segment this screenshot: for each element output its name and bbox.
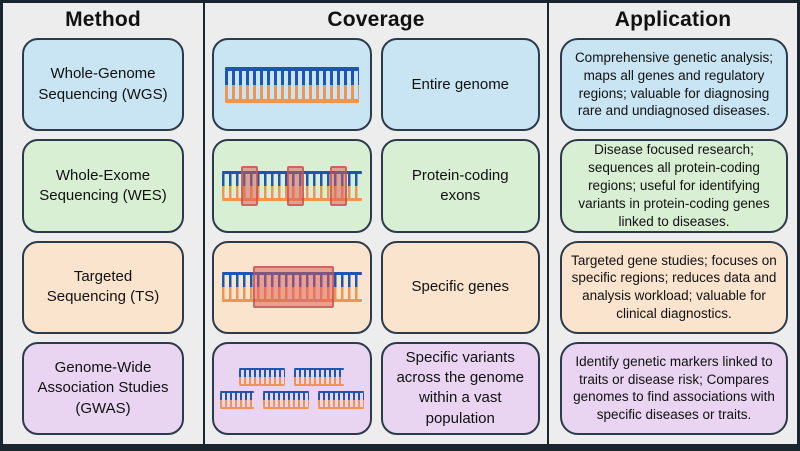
method-column: Method Whole-Genome Sequencing (WGS) Who… [3, 3, 203, 444]
method-row-wgs: Whole-Genome Sequencing (WGS) [3, 38, 203, 132]
method-row-ts: Targeted Sequencing (TS) [3, 240, 203, 334]
coverage-illustration-wgs [212, 38, 372, 132]
method-rows: Whole-Genome Sequencing (WGS) Whole-Exom… [3, 37, 203, 444]
method-row-wes: Whole-Exome Sequencing (WES) [3, 139, 203, 233]
method-box-ts: Targeted Sequencing (TS) [22, 240, 184, 334]
application-row-gwas: Identify genetic markers linked to trait… [549, 341, 797, 435]
dna-orange-bases [239, 376, 286, 384]
dna-bottom-strand [239, 383, 286, 386]
dna-bottom-strand [224, 98, 359, 103]
coverage-illustration-ts [212, 240, 372, 334]
gene-region-highlight [252, 266, 334, 309]
application-column: Application Comprehensive genetic analys… [549, 3, 797, 444]
dna-top-strand [224, 66, 359, 71]
dna-fragment [317, 390, 364, 409]
fragment-row [219, 390, 364, 409]
exon-highlight [241, 165, 258, 206]
application-row-ts: Targeted gene studies; focuses on specif… [549, 240, 797, 334]
application-box-gwas: Identify genetic markers linked to trait… [560, 341, 788, 435]
dna-bottom-strand [317, 406, 364, 409]
dna-bottom-strand [262, 406, 309, 409]
dna-blue-bases [224, 70, 359, 85]
dna-blue-bases [262, 392, 309, 400]
application-box-ts: Targeted gene studies; focuses on specif… [560, 240, 788, 334]
dna-ladder-exons-icon [222, 165, 362, 206]
application-box-wgs: Comprehensive genetic analysis; maps all… [560, 38, 788, 132]
dna-fragment [239, 367, 286, 386]
dna-fragments-icon [219, 367, 364, 409]
dna-top-strand [317, 390, 364, 393]
coverage-label-wgs: Entire genome [380, 38, 540, 132]
dna-top-strand [219, 390, 254, 393]
dna-blue-bases [317, 392, 364, 400]
dna-top-strand [239, 367, 286, 370]
dna-fragment [219, 390, 254, 409]
coverage-row-wgs: Entire genome [205, 38, 547, 132]
coverage-row-wes: Protein-coding exons [205, 139, 547, 233]
dna-top-strand [294, 367, 345, 370]
coverage-rows: Entire genome Protein-coding exons [205, 37, 547, 444]
coverage-column: Coverage Entire genome [203, 3, 549, 444]
coverage-row-gwas: Specific variants across the genome with… [205, 341, 547, 435]
method-box-wes: Whole-Exome Sequencing (WES) [22, 139, 184, 233]
dna-blue-bases [294, 369, 345, 377]
exon-highlight [287, 165, 304, 206]
dna-orange-bases [219, 399, 254, 407]
application-column-header: Application [614, 8, 732, 31]
dna-bottom-strand [219, 406, 254, 409]
coverage-column-header: Coverage [327, 8, 425, 31]
dna-orange-bases [262, 399, 309, 407]
fragment-row [239, 367, 345, 386]
coverage-label-wes: Protein-coding exons [380, 139, 540, 233]
method-column-header: Method [65, 8, 141, 31]
application-row-wgs: Comprehensive genetic analysis; maps all… [549, 38, 797, 132]
method-row-gwas: Genome-Wide Association Studies (GWAS) [3, 341, 203, 435]
coverage-label-ts: Specific genes [380, 240, 540, 334]
dna-ladder-full-icon [224, 66, 359, 103]
application-row-wes: Disease focused research; sequences all … [549, 139, 797, 233]
dna-blue-bases [219, 392, 254, 400]
dna-ladder-region-icon [222, 266, 362, 309]
method-box-wgs: Whole-Genome Sequencing (WGS) [22, 38, 184, 132]
dna-orange-bases [224, 84, 359, 99]
application-box-wes: Disease focused research; sequences all … [560, 139, 788, 233]
coverage-illustration-wes [212, 139, 372, 233]
dna-orange-bases [294, 376, 345, 384]
dna-fragment [294, 367, 345, 386]
exon-highlight [330, 165, 347, 206]
dna-fragment [262, 390, 309, 409]
coverage-row-ts: Specific genes [205, 240, 547, 334]
dna-orange-bases [317, 399, 364, 407]
coverage-label-gwas: Specific variants across the genome with… [380, 341, 540, 435]
coverage-illustration-gwas [212, 341, 372, 435]
dna-blue-bases [239, 369, 286, 377]
dna-top-strand [262, 390, 309, 393]
application-rows: Comprehensive genetic analysis; maps all… [549, 37, 797, 444]
dna-bottom-strand [294, 383, 345, 386]
method-box-gwas: Genome-Wide Association Studies (GWAS) [22, 341, 184, 435]
